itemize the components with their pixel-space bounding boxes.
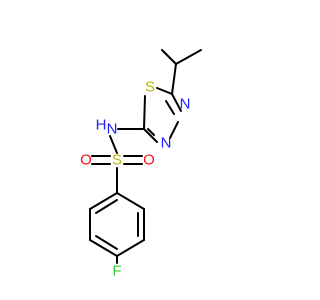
bond-ring-s-c5 <box>156 87 173 95</box>
bond-ring-c5-n4-double <box>165 100 175 115</box>
bond-ring-c5-n4 <box>171 93 182 112</box>
atom-oxygen-left: O <box>80 152 92 169</box>
bond-ring-n4-n3 <box>169 121 179 139</box>
molecule-drawing: S N N H N S O O F <box>80 49 202 280</box>
bond-ring-n3-c2 <box>143 128 158 143</box>
bonds <box>89 49 202 264</box>
bond-aryl-6 <box>89 192 118 210</box>
atom-nitrogen-ring-upper: N <box>180 96 191 113</box>
bond-methyl-right <box>175 49 202 65</box>
bond-ring-c2-s <box>143 95 146 130</box>
bond-aryl-3 <box>116 239 145 257</box>
atom-amine-nitrogen: N <box>107 121 118 138</box>
atom-hydrogen: H <box>96 117 107 134</box>
atom-fluorine: F <box>112 263 121 280</box>
atom-oxygen-right: O <box>143 152 155 169</box>
atom-nitrogen-ring-lower: N <box>161 135 172 152</box>
bond-aryl-4-inner <box>95 235 118 250</box>
bond-aryl-4 <box>89 239 118 257</box>
bond-aryl-1 <box>116 192 145 210</box>
bond-ring-n3-c2-double <box>147 128 155 136</box>
bond-nh-so2 <box>109 135 118 154</box>
bond-isopropyl-ring <box>171 63 177 95</box>
atom-sulfur-ring: S <box>145 79 155 96</box>
atom-sulfonyl-sulfur: S <box>112 152 122 169</box>
atom-labels: S N N H N S O O F <box>80 79 190 280</box>
bond-aryl-6-inner <box>95 199 118 214</box>
bond-methyl-left <box>161 49 177 65</box>
structure-diagram: S N N H N S O O F <box>80 49 202 280</box>
